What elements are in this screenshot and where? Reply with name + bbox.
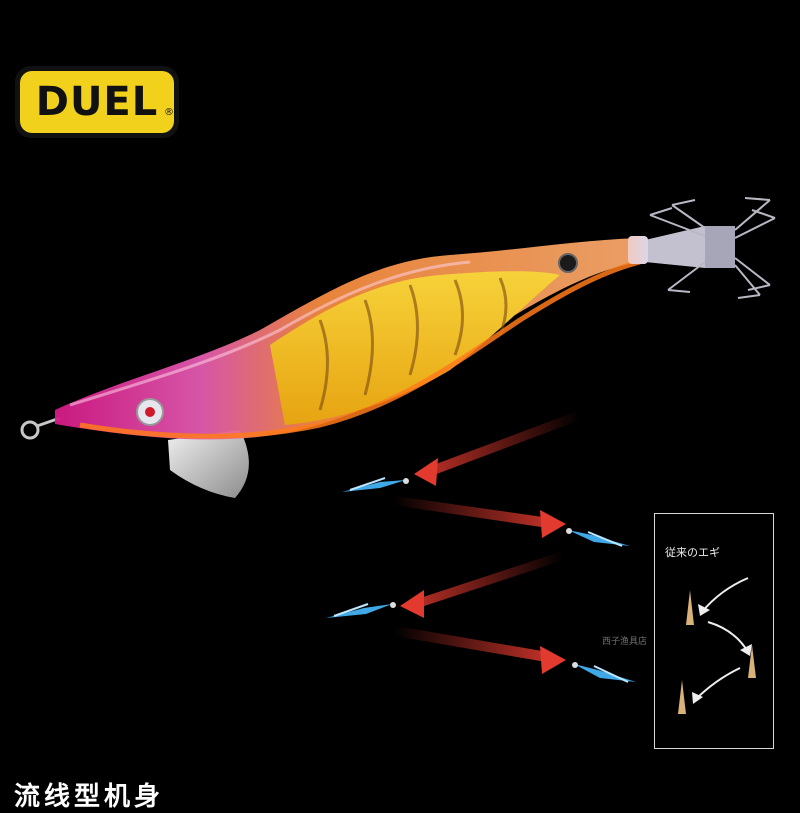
inset-diagram — [678, 577, 756, 714]
bottom-caption: 流线型机身 — [14, 782, 165, 812]
brand-logo — [15, 66, 179, 138]
brand-name: DUEL — [35, 79, 159, 125]
mini-lure-icon — [326, 602, 396, 618]
hook-tail-icon — [628, 197, 776, 299]
registered-mark: ® — [164, 107, 174, 118]
arrow-icon — [692, 692, 703, 704]
line-eye-icon — [20, 416, 61, 440]
arrow-left-icon — [414, 458, 438, 486]
watermark: 西子渔具店 — [602, 637, 648, 647]
mini-lure-icon — [566, 528, 630, 547]
mini-lure-icon — [342, 477, 409, 492]
conventional-egi-inset: 従来のエギ — [654, 513, 774, 749]
arrow-icon — [698, 604, 710, 616]
motion-diagram — [326, 412, 636, 683]
inset-title: 従来のエギ — [665, 546, 720, 559]
mini-lure-icon — [572, 662, 636, 683]
arrow-right-icon — [540, 646, 566, 674]
squid-jig-body — [55, 238, 641, 440]
arrow-icon — [740, 644, 752, 656]
brand-logo-text: DUEL ® — [13, 64, 181, 140]
sinker-fin-icon — [168, 430, 249, 498]
arrow-left-icon — [400, 590, 424, 618]
arrow-right-icon — [540, 510, 566, 538]
rear-eye-icon — [558, 253, 578, 273]
